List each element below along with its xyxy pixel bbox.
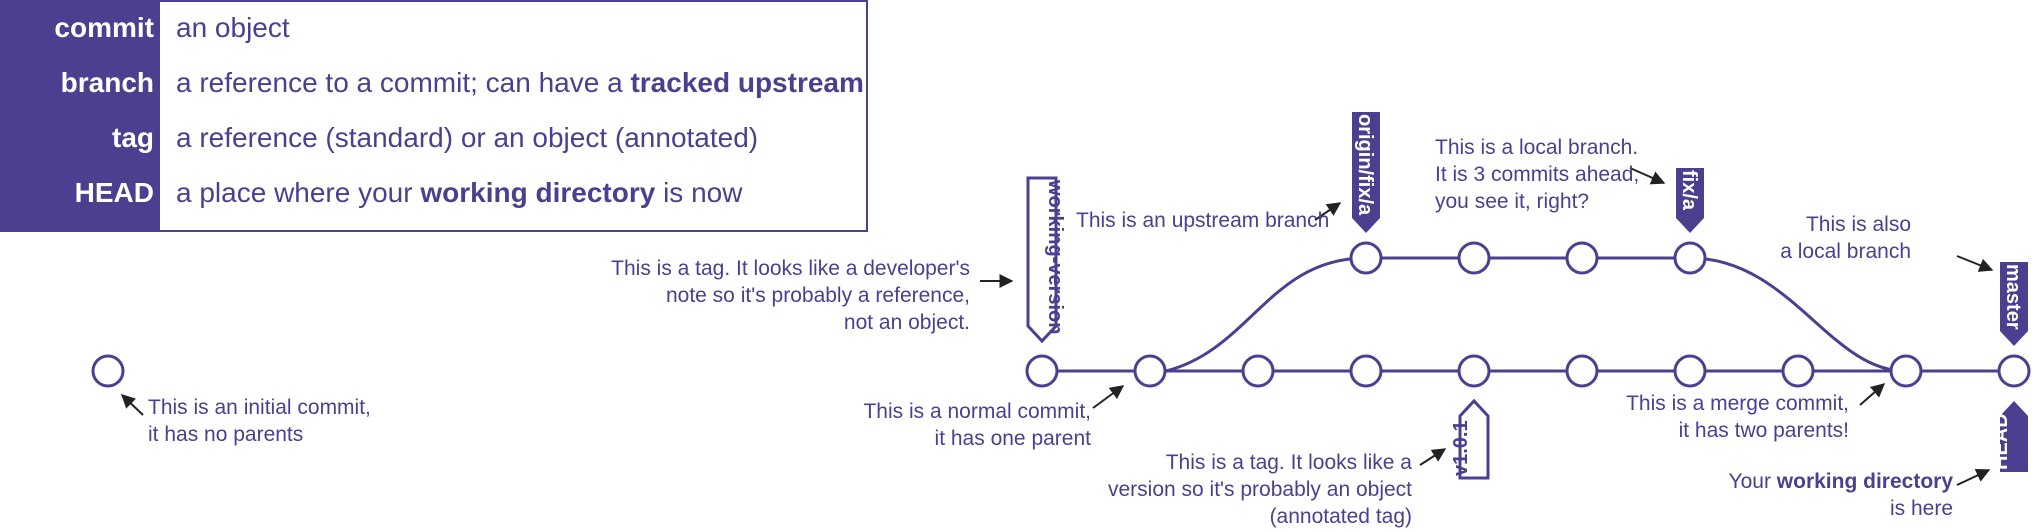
legend-row-commit: commit an object: [2, 4, 866, 58]
branch-master-label: master: [2002, 264, 2024, 330]
commit-v101: [1457, 354, 1491, 388]
arrow-local: [1629, 167, 1666, 185]
tag-shape: [1458, 398, 1490, 480]
commit-upstream: [1349, 241, 1383, 275]
annotation-line: This is a local branch.: [1435, 136, 1639, 159]
head-marker: HEAD: [1990, 401, 2028, 472]
annotation-line: This is a normal commit,: [863, 400, 1091, 423]
annotation-line: is here: [1889, 497, 1953, 520]
arrow-workdir: [1956, 469, 1991, 486]
branch-origin-fix-a-label: origin/fix/a: [1354, 114, 1376, 216]
tag-working-version-label: working-version: [1044, 179, 1066, 334]
commit: [1349, 354, 1383, 388]
branch-shape: [2000, 262, 2028, 346]
legend-definition: a reference to a commit; can have a trac…: [176, 67, 864, 99]
legend-term: branch: [60, 67, 154, 98]
legend-term: HEAD: [74, 177, 154, 208]
annotation-line: it has no parents: [148, 423, 304, 446]
tag-v101-label: v1.0.1: [1450, 420, 1472, 476]
annotation-local-branch: This is a local branch. It is 3 commits …: [1435, 134, 1639, 215]
legend-term: commit: [54, 12, 154, 43]
commit-head: [1997, 354, 2031, 388]
annotation-line: it has one parent: [934, 427, 1091, 450]
annotation-line: a local branch: [1780, 240, 1911, 263]
branch-shape: [1676, 168, 1704, 233]
tag-v101: v1.0.1: [1450, 398, 1490, 480]
annotation-working-directory: Your working directory is here: [1729, 468, 1953, 522]
commit-normal: [1025, 354, 1059, 388]
arrow-also-local: [1956, 255, 1994, 272]
annotation-line: it has two parents!: [1678, 419, 1849, 442]
legend-term: tag: [112, 122, 154, 153]
legend-row-head: HEAD a place where your working director…: [2, 169, 866, 223]
legend-table: commit an object branch a reference to a…: [0, 0, 868, 232]
tag-working-version: working-version: [1026, 176, 1066, 344]
annotation-line: This is a tag. It looks like a: [1165, 451, 1412, 474]
legend-def-bold: working directory: [420, 177, 656, 208]
commit-fix-a: [1673, 241, 1707, 275]
arrow-tag-obj: [1419, 448, 1447, 466]
arrow-initial: [120, 394, 144, 416]
commit: [1241, 354, 1275, 388]
annotation-line: not an object.: [843, 311, 970, 334]
annotation-line: version so it's probably an object: [1107, 478, 1412, 501]
legend-row-tag: tag a reference (standard) or an object …: [2, 114, 866, 168]
arrow-normal: [1092, 385, 1125, 409]
branch-origin-fix-a: origin/fix/a: [1352, 112, 1380, 233]
head-shape: [2000, 401, 2028, 472]
annotation-tag-reference: This is a tag. It looks like a developer…: [611, 255, 970, 336]
head-label: HEAD: [1990, 413, 2012, 470]
tag-shape: [1026, 176, 1058, 344]
commit: [1781, 354, 1815, 388]
legend-def-text: a reference to a commit; can have a: [176, 67, 631, 98]
commit: [1457, 241, 1491, 275]
branch-line: [1165, 256, 1906, 373]
annotation-line: you see it, right?: [1435, 190, 1590, 213]
annotation-bold: working directory: [1776, 470, 1953, 493]
legend-row-branch: branch a reference to a commit; can have…: [2, 59, 866, 113]
legend-def-bold: tracked upstream: [630, 67, 864, 98]
annotation-line: (annotated tag): [1269, 505, 1412, 528]
commit-initial: [91, 354, 125, 388]
annotation-line: This is also: [1805, 213, 1911, 236]
annotation-line: This is an initial commit,: [148, 396, 371, 419]
branch-fix-a: fix/a: [1676, 168, 1704, 233]
annotation-upstream-branch: This is an upstream branch: [1076, 207, 1329, 234]
legend-def-text: is now: [655, 177, 743, 208]
legend-definition: an object: [176, 12, 290, 43]
legend-term-column: [2, 2, 160, 230]
commit: [1565, 354, 1599, 388]
annotation-text: Your: [1728, 470, 1777, 493]
annotation-line: It is 3 commits ahead,: [1435, 163, 1640, 186]
annotation-line: Your working directory: [1729, 468, 1953, 495]
legend-def-text: a place where your: [176, 177, 421, 208]
annotation-also-local-branch: This is also a local branch: [1780, 211, 1911, 265]
arrow-merge: [1859, 383, 1886, 406]
commit: [1565, 241, 1599, 275]
commit: [1673, 354, 1707, 388]
annotation-line: This is a merge commit,: [1626, 392, 1849, 415]
branch-master: master: [2000, 262, 2028, 346]
annotation-line: note so it's probably a reference,: [665, 284, 970, 307]
annotation-line: This is a tag. It looks like a developer…: [611, 257, 970, 280]
commit-merge: [1889, 354, 1923, 388]
annotation-normal-commit: This is a normal commit, it has one pare…: [863, 398, 1091, 452]
legend-definition: a reference (standard) or an object (ann…: [176, 122, 759, 153]
annotation-initial-commit: This is an initial commit, it has no par…: [148, 394, 371, 448]
branch-shape: [1352, 112, 1380, 233]
legend-definition: a place where your working directory is …: [176, 177, 742, 209]
annotation-merge-commit: This is a merge commit, it has two paren…: [1626, 390, 1849, 444]
branch-fix-a-label: fix/a: [1678, 170, 1700, 211]
annotation-line: This is an upstream branch: [1076, 209, 1330, 232]
arrow-upstream: [1314, 202, 1342, 221]
commit-branch-point: [1133, 354, 1167, 388]
annotation-tag-object: This is a tag. It looks like a version s…: [1108, 449, 1412, 530]
